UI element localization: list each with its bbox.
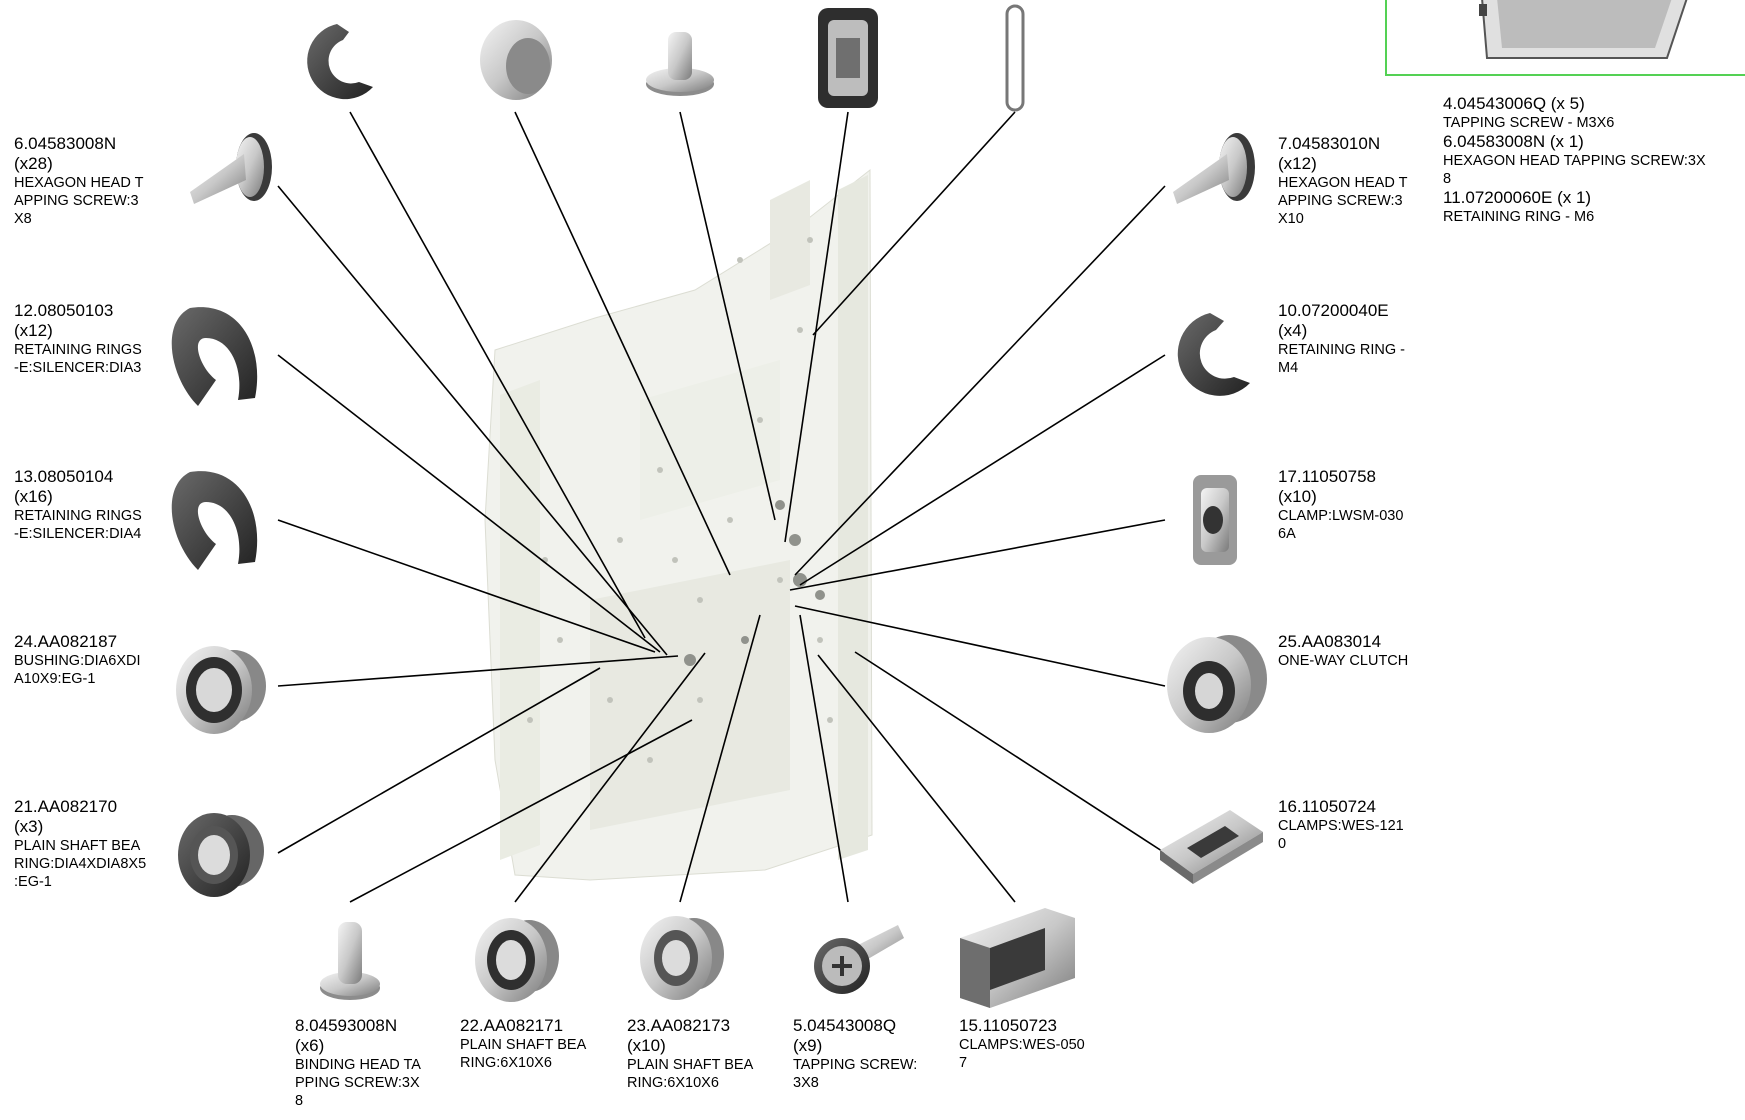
part-icon-knob bbox=[480, 20, 552, 100]
part-number: 7.04583010N bbox=[1278, 134, 1381, 153]
part-label-13: 13.08050104 (x16) RETAINING RINGS -E:SIL… bbox=[14, 467, 142, 543]
part-number: 25.AA083014 bbox=[1278, 632, 1382, 651]
part-qty: (x9) bbox=[793, 1036, 823, 1055]
part-description: HEXAGON HEAD T APPING SCREW:3 X10 bbox=[1278, 175, 1408, 227]
part-description: ONE-WAY CLUTCH bbox=[1278, 653, 1409, 669]
part-icon-clamp-wes0507 bbox=[960, 908, 1075, 1008]
part-label-15: 15.11050723 CLAMPS:WES-050 7 bbox=[959, 1016, 1085, 1072]
part-number: 21.AA082170 bbox=[14, 797, 118, 816]
part-description: PLAIN SHAFT BEA RING:DIA4XDIA8X5 :EG-1 bbox=[14, 838, 147, 890]
part-number: 16.11050724 bbox=[1278, 797, 1377, 816]
part-description: PLAIN SHAFT BEA RING:6X10X6 bbox=[627, 1057, 754, 1091]
part-qty: (x12) bbox=[1278, 154, 1317, 173]
part-label-7: 7.04583010N (x12) HEXAGON HEAD T APPING … bbox=[1278, 134, 1407, 228]
part-description: RETAINING RING - M4 bbox=[1278, 342, 1406, 376]
part-description: CLAMPS:WES-050 7 bbox=[959, 1037, 1085, 1071]
part-icon-one-way-clutch bbox=[1167, 635, 1267, 733]
part-label-6: 6.04583008N (x28) HEXAGON HEAD T APPING … bbox=[14, 134, 143, 228]
part-icon-clamp-top bbox=[818, 8, 878, 108]
part-description: PLAIN SHAFT BEA RING:6X10X6 bbox=[460, 1037, 587, 1071]
part-number: 17.11050758 bbox=[1278, 467, 1377, 486]
part-qty: (x10) bbox=[1278, 487, 1317, 506]
inset-part-description: RETAINING RING - M6 bbox=[1443, 209, 1595, 225]
part-label-8: 8.04593008N (x6) BINDING HEAD TA PPING S… bbox=[295, 1016, 421, 1110]
part-icon-clamp-wes1210 bbox=[1160, 810, 1263, 884]
part-description: BINDING HEAD TA PPING SCREW:3X 8 bbox=[295, 1057, 421, 1109]
part-number: 6.04583008N bbox=[14, 134, 117, 153]
inset-box bbox=[1385, 0, 1745, 76]
inset-part-description: HEXAGON HEAD TAPPING SCREW:3X 8 bbox=[1443, 153, 1706, 187]
part-qty: (x10) bbox=[627, 1036, 666, 1055]
part-description: RETAINING RINGS -E:SILENCER:DIA4 bbox=[14, 508, 142, 542]
part-label-25: 25.AA083014 ONE-WAY CLUTCH bbox=[1278, 632, 1408, 670]
leader-lines bbox=[277, 111, 1166, 903]
part-label-5: 5.04543008Q (x9) TAPPING SCREW: 3X8 bbox=[793, 1016, 917, 1092]
part-label-21: 21.AA082170 (x3) PLAIN SHAFT BEA RING:DI… bbox=[14, 797, 146, 891]
part-description: CLAMP:LWSM-030 6A bbox=[1278, 508, 1404, 542]
part-number: 8.04593008N bbox=[295, 1016, 398, 1035]
inset-part-number: 6.04583008N (x 1) bbox=[1443, 132, 1584, 151]
part-qty: (x12) bbox=[14, 321, 53, 340]
part-icon-rod bbox=[1005, 4, 1025, 112]
part-number: 12.08050103 bbox=[14, 301, 114, 320]
part-qty: (x3) bbox=[14, 817, 44, 836]
part-qty: (x4) bbox=[1278, 321, 1308, 340]
part-number: 23.AA082173 bbox=[627, 1016, 731, 1035]
part-qty: (x28) bbox=[14, 154, 53, 173]
part-icon-bearing-23 bbox=[640, 916, 724, 1000]
part-description: RETAINING RINGS -E:SILENCER:DIA3 bbox=[14, 342, 142, 376]
part-icon-hex-screw-left bbox=[190, 133, 272, 204]
central-assembly bbox=[484, 168, 873, 881]
part-qty: (x16) bbox=[14, 487, 53, 506]
part-number: 15.11050723 bbox=[959, 1016, 1058, 1035]
part-description: CLAMPS:WES-121 0 bbox=[1278, 818, 1404, 852]
part-label-24: 24.AA082187 BUSHING:DIA6XDI A10X9:EG-1 bbox=[14, 632, 141, 688]
inset-part-number: 11.07200060E (x 1) bbox=[1443, 188, 1592, 207]
part-qty: (x6) bbox=[295, 1036, 325, 1055]
part-label-16: 16.11050724 CLAMPS:WES-121 0 bbox=[1278, 797, 1404, 853]
part-label-23: 23.AA082173 (x10) PLAIN SHAFT BEA RING:6… bbox=[627, 1016, 753, 1092]
part-number: 13.08050104 bbox=[14, 467, 114, 486]
part-icon-retaining-ring-right bbox=[1177, 313, 1250, 396]
part-icon-clamp-lwsm bbox=[1193, 475, 1237, 565]
part-description: BUSHING:DIA6XDI A10X9:EG-1 bbox=[14, 653, 141, 687]
part-number: 5.04543008Q bbox=[793, 1016, 897, 1035]
part-icon-tapping-screw bbox=[814, 925, 904, 994]
part-label-12: 12.08050103 (x12) RETAINING RINGS -E:SIL… bbox=[14, 301, 142, 377]
part-icon-bearing-left bbox=[178, 813, 264, 897]
part-icon-bushing-left bbox=[176, 646, 266, 734]
inset-part-description: TAPPING SCREW - M3X6 bbox=[1443, 115, 1615, 131]
part-description: HEXAGON HEAD T APPING SCREW:3 X8 bbox=[14, 175, 144, 227]
part-icon-ring-dia4 bbox=[171, 471, 258, 570]
part-icon-retaining-ring-top bbox=[307, 24, 373, 100]
part-description: TAPPING SCREW: 3X8 bbox=[793, 1057, 918, 1091]
part-number: 10.07200040E bbox=[1278, 301, 1389, 320]
part-icon-ring-dia3 bbox=[171, 307, 258, 406]
part-icon-hex-screw-right bbox=[1173, 133, 1255, 204]
inset-part-list: 4.04543006Q (x 5) TAPPING SCREW - M3X6 6… bbox=[1443, 94, 1706, 226]
part-icon-binding-screw bbox=[320, 922, 380, 1000]
part-icon-bearing-22 bbox=[475, 918, 559, 1002]
part-number: 22.AA082171 bbox=[460, 1016, 564, 1035]
part-label-17: 17.11050758 (x10) CLAMP:LWSM-030 6A bbox=[1278, 467, 1403, 543]
inset-part-image bbox=[1479, 0, 1688, 59]
part-icon-screw-top bbox=[646, 32, 714, 96]
part-number: 24.AA082187 bbox=[14, 632, 118, 651]
inset-part-number: 4.04543006Q (x 5) bbox=[1443, 94, 1585, 113]
part-label-10: 10.07200040E (x4) RETAINING RING - M4 bbox=[1278, 301, 1405, 377]
part-label-22: 22.AA082171 PLAIN SHAFT BEA RING:6X10X6 bbox=[460, 1016, 586, 1072]
